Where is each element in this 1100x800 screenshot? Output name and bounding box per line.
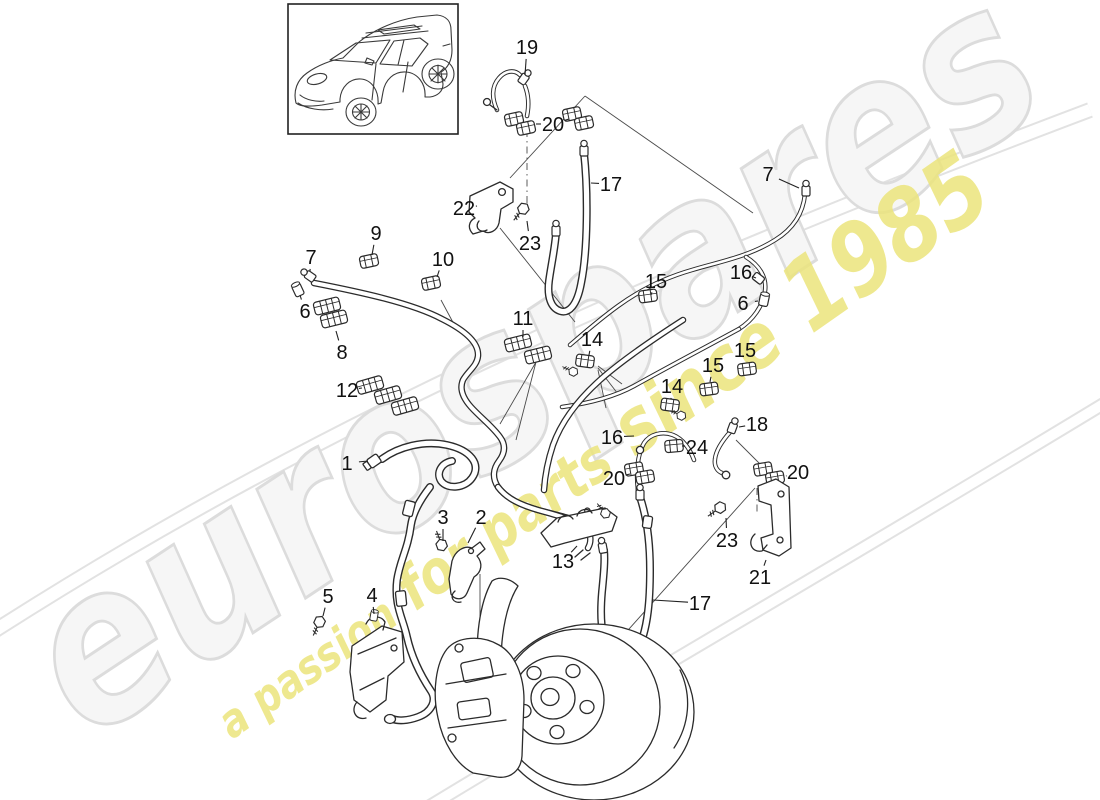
callout-11[interactable]: 11	[513, 308, 534, 330]
callout-20[interactable]: 20	[542, 114, 564, 136]
callout-leader-23	[526, 220, 529, 232]
part-bolt-23-bottom	[704, 499, 729, 521]
pipe-core	[542, 318, 685, 492]
callout-leader-8	[335, 330, 340, 341]
callout-16[interactable]: 16	[730, 262, 752, 284]
callout-21[interactable]: 21	[749, 567, 771, 589]
callout-12[interactable]: 12	[336, 380, 358, 402]
pipe-core	[379, 440, 479, 490]
part-clip-8	[312, 295, 349, 330]
callout-leader-1	[358, 460, 369, 463]
pipe-core	[568, 192, 807, 347]
callout-leader-21	[763, 559, 767, 566]
callout-leader-10	[436, 270, 440, 278]
diagram-artwork	[289, 67, 811, 800]
part-pipe-pair-descending	[540, 316, 687, 494]
callout-leader-15	[650, 292, 653, 296]
pipe-core	[545, 150, 590, 315]
callout-leader-16	[751, 275, 757, 279]
part-clamp-24	[663, 438, 685, 454]
part-clip-9	[358, 252, 380, 270]
callout-7[interactable]: 7	[305, 247, 316, 269]
callout-8[interactable]: 8	[336, 342, 347, 364]
callout-6[interactable]: 6	[299, 301, 310, 323]
callout-leader-5	[322, 607, 326, 617]
callout-14[interactable]: 14	[581, 329, 603, 351]
callout-2[interactable]: 2	[475, 507, 486, 529]
callout-4[interactable]: 4	[366, 585, 377, 607]
callout-5[interactable]: 5	[322, 586, 333, 608]
callout-leader-9	[371, 244, 375, 256]
callout-10[interactable]: 10	[432, 249, 454, 271]
callout-15[interactable]: 15	[645, 271, 667, 293]
callout-17[interactable]: 17	[689, 593, 711, 615]
callout-19[interactable]: 19	[516, 37, 538, 59]
callout-15[interactable]: 15	[702, 355, 724, 377]
callout-20[interactable]: 20	[603, 468, 625, 490]
part-pipe-19	[482, 67, 534, 119]
callout-1[interactable]: 1	[341, 453, 352, 475]
callout-22[interactable]: 22	[453, 198, 475, 220]
part-bracket-2	[448, 541, 486, 603]
callout-23[interactable]: 23	[519, 233, 541, 255]
callout-6[interactable]: 6	[737, 293, 748, 315]
brake-disc-assembly	[434, 577, 695, 800]
callout-15[interactable]: 15	[734, 340, 756, 362]
callout-leader-15	[709, 376, 712, 383]
callout-23[interactable]: 23	[716, 530, 738, 552]
pipe-core	[523, 84, 530, 118]
callout-leader-20	[625, 473, 631, 476]
vehicle-thumbnail	[287, 3, 459, 135]
part-bracket-13	[540, 500, 618, 548]
callout-18[interactable]: 18	[746, 414, 768, 436]
callout-leader-13	[570, 545, 578, 553]
part-bracket-22	[468, 181, 514, 235]
callout-leader-6	[299, 294, 302, 300]
pipe-core	[713, 429, 733, 475]
callout-14[interactable]: 14	[661, 376, 683, 398]
car-illustration	[294, 14, 455, 127]
callout-leader-17	[652, 599, 689, 603]
callout-leader-19	[524, 58, 527, 76]
part-bracket-21	[750, 478, 792, 557]
callout-leader-20	[564, 118, 570, 121]
callout-17[interactable]: 17	[600, 174, 622, 196]
callout-3[interactable]: 3	[437, 507, 448, 529]
callout-9[interactable]: 9	[370, 223, 381, 245]
vehicle-box-frame	[287, 3, 459, 135]
callout-13[interactable]: 13	[552, 551, 574, 573]
part-pipe-7-right	[567, 179, 811, 348]
callout-leader-7	[778, 178, 800, 189]
callout-16[interactable]: 16	[601, 427, 623, 449]
pipe-core	[390, 484, 437, 723]
part-pipe-18	[712, 416, 741, 480]
callout-leader-14	[588, 350, 591, 356]
callout-leader-4	[372, 606, 375, 615]
pipe-core	[491, 70, 522, 112]
pipe-core	[737, 255, 767, 331]
callout-7[interactable]: 7	[762, 164, 773, 186]
callout-leader-2	[467, 527, 477, 544]
callout-20[interactable]: 20	[787, 462, 809, 484]
part-bracket-4	[349, 608, 405, 720]
callout-24[interactable]: 24	[686, 437, 708, 459]
pipe-core	[560, 327, 741, 409]
part-hose-17-top	[544, 139, 591, 316]
part-hose-1	[362, 439, 480, 725]
part-clip-15-right	[736, 361, 758, 377]
callout-leader-18	[738, 425, 746, 428]
part-pipe-16-right	[559, 254, 771, 410]
part-clip-15-mid	[698, 381, 720, 397]
